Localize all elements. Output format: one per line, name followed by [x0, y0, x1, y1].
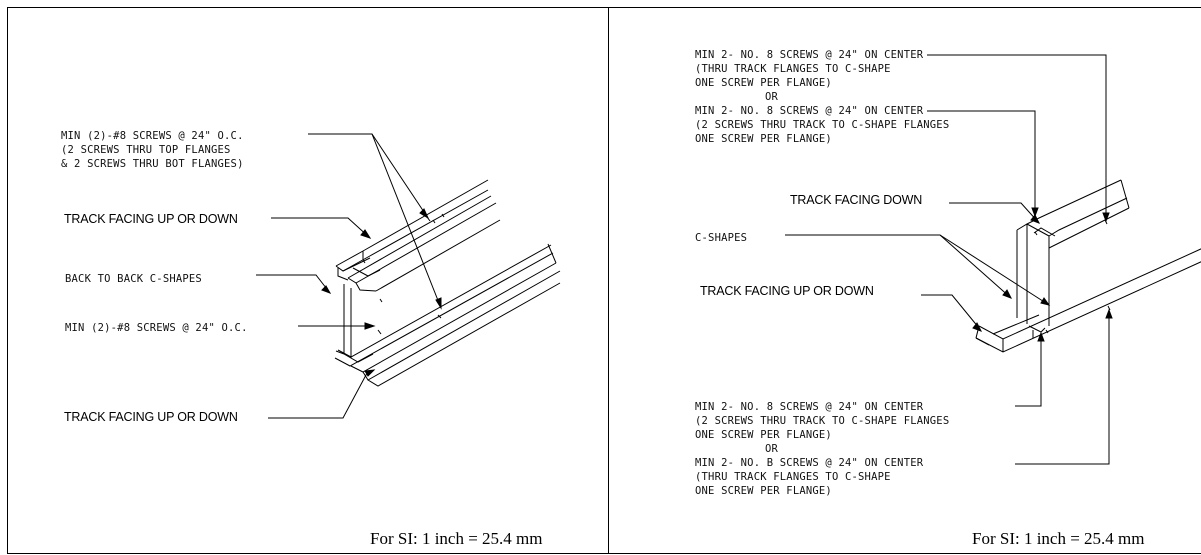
note-line: ONE SCREW PER FLANGE) — [695, 429, 832, 441]
si-conversion-note: For SI: 1 inch = 25.4 mm — [972, 529, 1145, 548]
label-c-shapes: C-SHAPES — [695, 232, 748, 244]
top-or: OR — [765, 91, 779, 103]
screw-note-line: (2 SCREWS THRU TOP FLANGES — [61, 144, 231, 156]
screw-note-main: MIN (2)-#8 SCREWS @ 24" O.C. (2 SCREWS T… — [61, 129, 244, 171]
screw-note-line: & 2 SCREWS THRU BOT FLANGES) — [61, 158, 244, 170]
note-line: ONE SCREW PER FLANGE) — [695, 485, 832, 497]
bottom-screw-note-b: MIN 2- NO. B SCREWS @ 24" ON CENTER (THR… — [695, 456, 923, 498]
label-track-facing-down: TRACK FACING DOWN — [790, 193, 923, 207]
label-track-top: TRACK FACING UP OR DOWN — [64, 212, 238, 226]
note-line: ONE SCREW PER FLANGE) — [695, 133, 832, 145]
note-line: MIN 2- NO. 8 SCREWS @ 24" ON CENTER — [695, 49, 924, 61]
bottom-screw-note-a: MIN 2- NO. 8 SCREWS @ 24" ON CENTER (2 S… — [695, 400, 949, 442]
screw-note-line: MIN (2)-#8 SCREWS @ 24" O.C. — [61, 130, 244, 142]
note-line: (THRU TRACK FLANGES TO C-SHAPE — [695, 63, 891, 75]
label-track-bottom: TRACK FACING UP OR DOWN — [64, 410, 238, 424]
note-line: MIN 2- NO. B SCREWS @ 24" ON CENTER — [695, 457, 924, 469]
left-detail-panel: MIN (2)-#8 SCREWS @ 24" O.C. (2 SCREWS T… — [7, 7, 609, 554]
label-back-to-back: BACK TO BACK C-SHAPES — [65, 273, 202, 285]
note-line: (2 SCREWS THRU TRACK TO C-SHAPE FLANGES — [695, 119, 950, 131]
note-line: (2 SCREWS THRU TRACK TO C-SHAPE FLANGES — [695, 415, 950, 427]
right-assembly-drawing — [609, 8, 1201, 555]
bottom-or: OR — [765, 443, 779, 455]
note-line: MIN 2- NO. 8 SCREWS @ 24" ON CENTER — [695, 105, 924, 117]
note-line: ONE SCREW PER FLANGE) — [695, 77, 832, 89]
note-line: (THRU TRACK FLANGES TO C-SHAPE — [695, 471, 891, 483]
note-line: MIN 2- NO. 8 SCREWS @ 24" ON CENTER — [695, 401, 924, 413]
label-track-up-or-down: TRACK FACING UP OR DOWN — [700, 284, 874, 298]
si-conversion-note: For SI: 1 inch = 25.4 mm — [370, 529, 543, 548]
top-screw-note-b: MIN 2- NO. 8 SCREWS @ 24" ON CENTER (2 S… — [695, 104, 949, 146]
left-assembly-drawing — [8, 8, 610, 555]
top-screw-note-a: MIN 2- NO. 8 SCREWS @ 24" ON CENTER (THR… — [695, 48, 923, 90]
right-detail-panel: MIN 2- NO. 8 SCREWS @ 24" ON CENTER (THR… — [608, 7, 1201, 554]
label-screws-mid: MIN (2)-#8 SCREWS @ 24" O.C. — [65, 322, 248, 334]
